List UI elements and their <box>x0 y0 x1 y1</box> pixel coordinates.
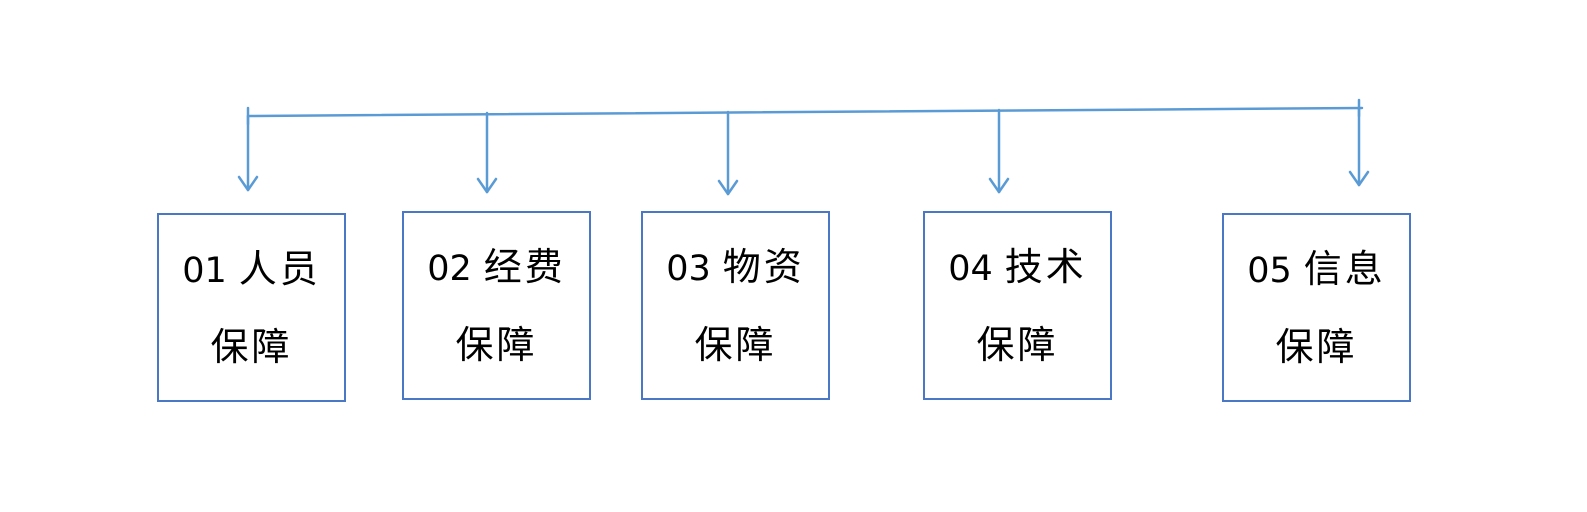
box-subtitle: 保障 <box>455 323 538 367</box>
box-subtitle: 保障 <box>976 323 1059 367</box>
box-funding-support: 02 经费 保障 <box>402 211 591 400</box>
box-number: 01 <box>182 251 227 291</box>
arrow-head-4 <box>988 177 1010 194</box>
box-title: 人员 <box>238 247 321 291</box>
box-number: 04 <box>948 249 993 289</box>
box-subtitle: 保障 <box>694 323 777 367</box>
box-subtitle: 保障 <box>210 325 293 369</box>
arrow-head-3 <box>717 179 739 196</box>
box-title: 物资 <box>722 245 805 289</box>
box-title: 信息 <box>1303 247 1386 291</box>
box-number: 03 <box>666 249 711 289</box>
box-number: 05 <box>1247 251 1292 291</box>
box-number: 02 <box>427 249 472 289</box>
box-title: 技术 <box>1004 245 1087 289</box>
box-technical-support: 04 技术 保障 <box>923 211 1112 400</box>
horizontal-bus-line <box>246 106 1364 118</box>
box-title: 经费 <box>483 245 566 289</box>
box-materials-support: 03 物资 保障 <box>641 211 830 400</box>
arrow-head-1 <box>237 175 259 192</box>
box-personnel-support: 01 人员 保障 <box>157 213 346 402</box>
arrow-head-2 <box>476 177 498 194</box>
box-subtitle: 保障 <box>1275 325 1358 369</box>
box-information-support: 05 信息 保障 <box>1222 213 1411 402</box>
arrow-head-5 <box>1348 170 1370 187</box>
